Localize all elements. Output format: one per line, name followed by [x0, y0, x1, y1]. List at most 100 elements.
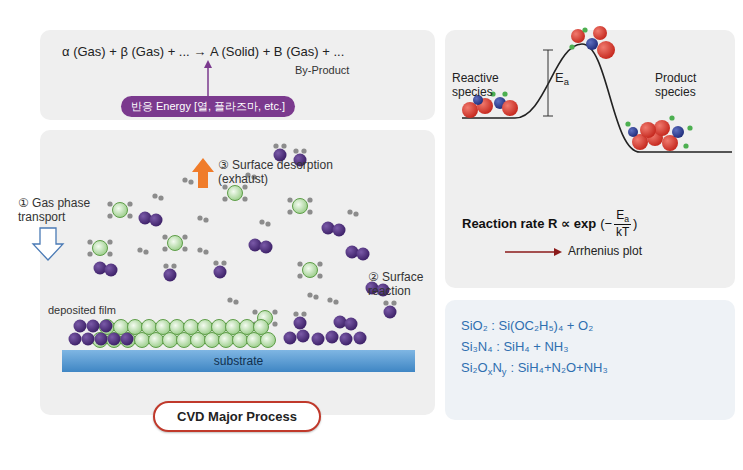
molecule-atom [87, 251, 92, 256]
molecule-atom [303, 263, 318, 278]
molecule-atom [100, 320, 115, 335]
molecule-atom [164, 269, 177, 282]
symbol-subscript: a [564, 77, 569, 87]
molecule-atom [625, 121, 630, 126]
molecule-atom [334, 316, 347, 329]
molecule-atom [307, 292, 312, 297]
molecule-atom [297, 273, 302, 278]
molecule-atom [582, 27, 587, 32]
molecule-atom [333, 299, 338, 304]
molecule-atom [340, 333, 353, 346]
molecule-atom [294, 317, 307, 330]
molecule-atom [107, 201, 112, 206]
molecule-atom [307, 209, 312, 214]
by-product-label: By-Product [295, 64, 349, 76]
molecule-atom [502, 91, 507, 96]
panel [40, 30, 435, 120]
molecule-atom [284, 332, 297, 345]
molecule-atom [384, 306, 397, 319]
arrow-head [204, 60, 212, 68]
molecule-atom [301, 148, 306, 153]
molecule-atom [94, 262, 107, 275]
molecule-atom [162, 246, 167, 251]
leader-arrow [207, 66, 209, 96]
note-label: Arrhenius plot [568, 244, 642, 258]
molecule-atom [107, 251, 112, 256]
molecule-atom [640, 122, 656, 138]
molecule-atom [317, 273, 322, 278]
molecule-atom [357, 248, 370, 261]
molecule-atom [326, 331, 339, 344]
formula: Si₃N₄ : SiH₄ + NH₃ [461, 339, 719, 354]
molecule-atom [586, 38, 598, 50]
molecule-atom [669, 115, 674, 120]
molecule-atom [156, 320, 171, 335]
molecule-atom [74, 320, 87, 333]
molecule-atom [214, 266, 227, 279]
formula-part: N [492, 360, 501, 375]
molecule-atom [312, 333, 325, 346]
molecule-atom [293, 199, 308, 214]
molecule-atom [188, 179, 193, 184]
molecule-atom [139, 212, 152, 225]
molecule-atom [252, 309, 257, 314]
molecule-atom [265, 221, 270, 226]
molecule-atom [287, 209, 292, 214]
symbol-subscript: a [624, 214, 629, 224]
molecule-atom [114, 320, 129, 335]
molecule-atom [170, 320, 185, 335]
molecule-atom [260, 241, 273, 254]
energy-bar [548, 50, 549, 116]
step-label: ② Surface reaction [368, 270, 432, 299]
energy-pill: 반응 Energy [열, 플라즈마, etc.] [121, 96, 295, 117]
reaction-equation: α (Gas) + β (Gas) + ... → A (Solid) + B … [62, 44, 344, 59]
molecule-atom [182, 234, 187, 239]
molecule-atom [222, 196, 227, 201]
panel [445, 30, 735, 288]
desorption-arrow [192, 158, 214, 188]
energy-label: 반응 Energy [열, 플라즈마, etc.] [131, 99, 285, 114]
equation-part: ) [633, 216, 637, 231]
molecule-atom [281, 143, 286, 148]
molecule-atom [593, 26, 607, 40]
molecule-atom [121, 333, 134, 346]
molecule-atom [254, 320, 269, 335]
molecule-atom [82, 333, 95, 346]
molecule-atom [333, 224, 346, 237]
molecule-atom [107, 213, 112, 218]
molecule-atom [203, 249, 208, 254]
panel [40, 130, 435, 415]
molecule-atom [345, 318, 358, 331]
molecule-atom [569, 44, 574, 49]
molecule-atom [182, 246, 187, 251]
species-label: Reactive species [452, 72, 522, 100]
molecule-atom [672, 126, 684, 138]
molecule-atom [462, 102, 478, 118]
activation-energy: Ea [555, 70, 569, 87]
molecule-atom [297, 261, 302, 266]
equation-part: Reaction rate R ∝ exp [462, 216, 596, 231]
molecule-atom [683, 143, 688, 148]
pointer-arrow [505, 251, 556, 252]
molecule-atom [69, 333, 82, 346]
molecule-atom [313, 294, 318, 299]
molecule-atom [354, 332, 367, 345]
molecule-atom [226, 320, 241, 335]
formula-part: Si₂O [461, 360, 488, 375]
substrate-label: substrate [214, 354, 263, 368]
equation-part: (− [600, 216, 612, 231]
fraction: EakT [614, 208, 631, 239]
molecule-atom [127, 201, 132, 206]
molecule-atom [100, 320, 113, 333]
molecule-atom [240, 320, 255, 335]
molecule-atom [184, 320, 199, 335]
energy-curve [462, 44, 732, 152]
molecule-atom [93, 333, 108, 348]
molecule-atom [293, 311, 298, 316]
substrate-band: substrate [62, 350, 415, 372]
molecule-atom [158, 195, 163, 200]
molecule-atom [273, 143, 278, 148]
symbol: E [616, 208, 624, 222]
molecule-atom [327, 297, 332, 302]
molecule-atom [182, 177, 187, 182]
